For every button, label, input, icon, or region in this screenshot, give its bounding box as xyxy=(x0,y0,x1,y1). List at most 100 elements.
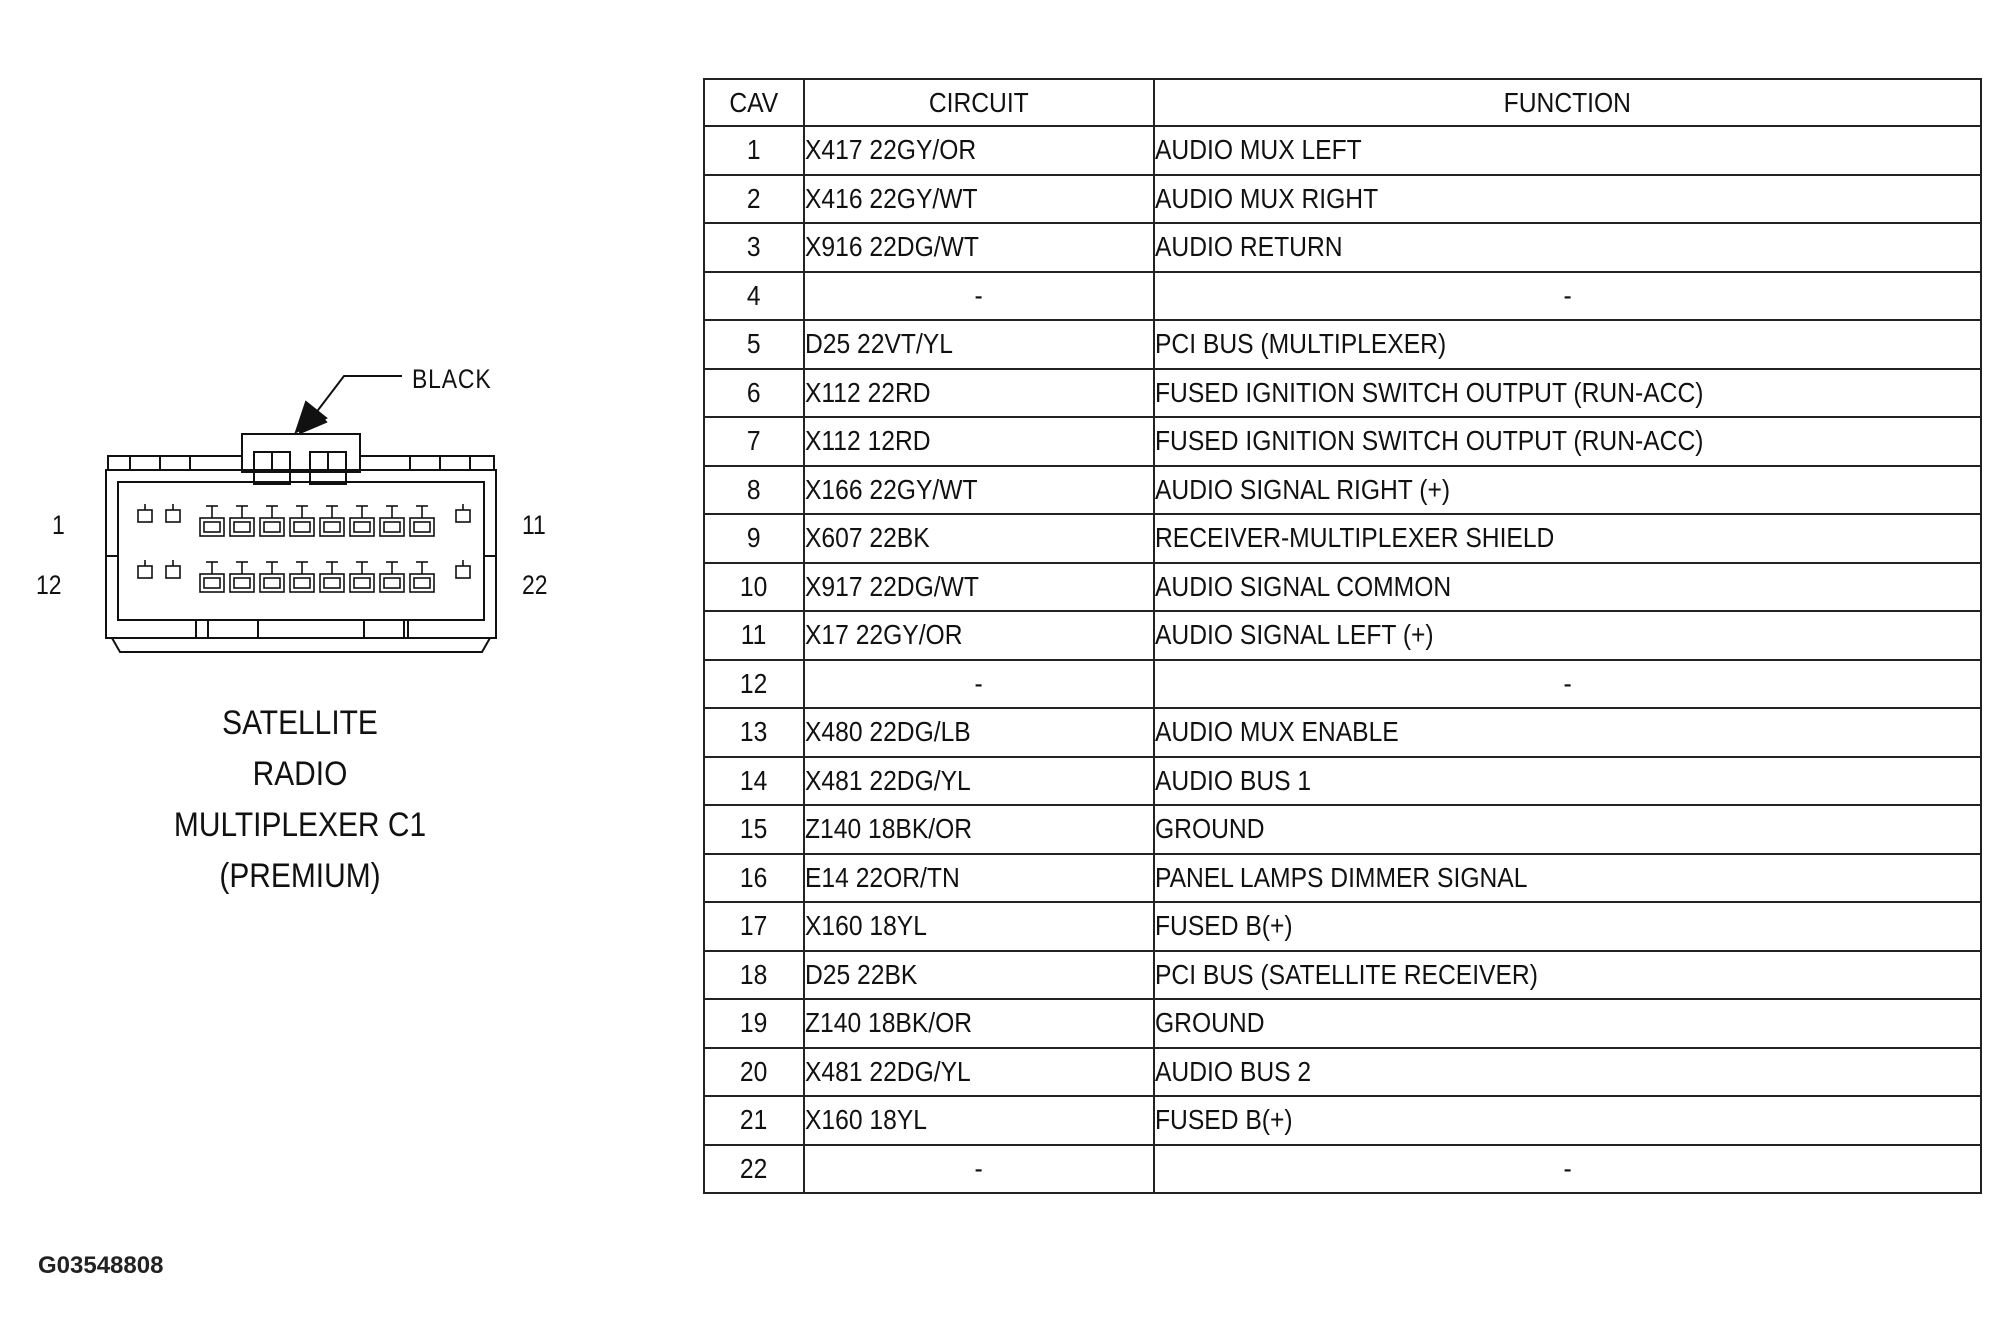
cav-cell: 12 xyxy=(703,658,805,709)
circuit-cell: X481 22DG/YL xyxy=(803,755,1155,806)
cavity-shape xyxy=(383,521,401,533)
header-circuit: CIRCUIT xyxy=(803,78,1155,127)
cav-cell: 16 xyxy=(703,852,805,903)
circuit-cell: Z140 18BK/OR xyxy=(803,998,1155,1049)
pin-label-12: 12 xyxy=(36,570,62,600)
table-row: 22-- xyxy=(703,1143,1982,1194)
circuit-cell: X160 18YL xyxy=(803,1095,1155,1146)
function-cell: AUDIO SIGNAL COMMON xyxy=(1153,561,1982,612)
function-cell: AUDIO BUS 1 xyxy=(1153,755,1982,806)
cav-cell: 7 xyxy=(703,416,805,467)
circuit-cell: Z140 18BK/OR xyxy=(803,804,1155,855)
circuit-cell: - xyxy=(803,1143,1155,1194)
cav-cell: 20 xyxy=(703,1046,805,1097)
header-cav: CAV xyxy=(703,78,805,127)
cav-cell: 17 xyxy=(703,901,805,952)
circuit-cell: X916 22DG/WT xyxy=(803,222,1155,273)
cavity-shape xyxy=(413,577,431,589)
circuit-cell: X607 22BK xyxy=(803,513,1155,564)
circuit-cell: X917 22DG/WT xyxy=(803,561,1155,612)
cav-cell: 11 xyxy=(703,610,805,661)
cav-cell: 9 xyxy=(703,513,805,564)
function-cell: FUSED B(+) xyxy=(1153,1095,1982,1146)
table-row: 12-- xyxy=(703,658,1982,709)
circuit-cell: X17 22GY/OR xyxy=(803,610,1155,661)
cavity-shape xyxy=(137,565,153,579)
cav-cell: 19 xyxy=(703,998,805,1049)
caption-line-3: MULTIPLEXER C1 xyxy=(173,806,427,844)
cavity-shape xyxy=(233,577,251,589)
cav-cell: 13 xyxy=(703,707,805,758)
cavity-shape xyxy=(203,521,221,533)
cav-cell: 8 xyxy=(703,464,805,515)
cavity-shape xyxy=(455,509,471,523)
function-cell: PCI BUS (MULTIPLEXER) xyxy=(1153,319,1982,370)
circuit-cell: D25 22VT/YL xyxy=(803,319,1155,370)
circuit-cell: X112 22RD xyxy=(803,367,1155,418)
caption-line-1: SATELLITE xyxy=(222,704,378,742)
cav-cell: 2 xyxy=(703,173,805,224)
pin-label-1: 1 xyxy=(52,510,65,540)
connector-housing xyxy=(105,433,497,653)
cavity-shape xyxy=(383,577,401,589)
cav-cell: 10 xyxy=(703,561,805,612)
cavity-shape xyxy=(293,521,311,533)
table-row: 4-- xyxy=(703,270,1982,321)
function-cell: AUDIO MUX LEFT xyxy=(1153,125,1982,176)
function-cell: FUSED IGNITION SWITCH OUTPUT (RUN-ACC) xyxy=(1153,367,1982,418)
circuit-cell: X112 12RD xyxy=(803,416,1155,467)
connector-color-label: BLACK xyxy=(412,364,492,394)
function-cell: - xyxy=(1153,270,1982,321)
cavity-shape xyxy=(203,577,221,589)
function-cell: AUDIO BUS 2 xyxy=(1153,1046,1982,1097)
cavity-shape xyxy=(293,577,311,589)
cav-cell: 15 xyxy=(703,804,805,855)
circuit-cell: X166 22GY/WT xyxy=(803,464,1155,515)
pin-label-22: 22 xyxy=(522,570,548,600)
function-cell: PCI BUS (SATELLITE RECEIVER) xyxy=(1153,949,1982,1000)
cavity-shape xyxy=(165,509,181,523)
cav-cell: 18 xyxy=(703,949,805,1000)
caption-line-2: RADIO xyxy=(252,755,348,793)
function-cell: GROUND xyxy=(1153,998,1982,1049)
circuit-cell: - xyxy=(803,658,1155,709)
function-cell: AUDIO SIGNAL RIGHT (+) xyxy=(1153,464,1982,515)
function-cell: - xyxy=(1153,658,1982,709)
cav-cell: 21 xyxy=(703,1095,805,1146)
function-cell: RECEIVER-MULTIPLEXER SHIELD xyxy=(1153,513,1982,564)
function-cell: GROUND xyxy=(1153,804,1982,855)
circuit-cell: X480 22DG/LB xyxy=(803,707,1155,758)
cavity-shape xyxy=(455,565,471,579)
cav-cell: 6 xyxy=(703,367,805,418)
cav-cell: 14 xyxy=(703,755,805,806)
pin-label-11: 11 xyxy=(522,510,546,540)
function-cell: - xyxy=(1153,1143,1982,1194)
circuit-cell: X160 18YL xyxy=(803,901,1155,952)
cavity-shape xyxy=(323,521,341,533)
function-cell: AUDIO MUX ENABLE xyxy=(1153,707,1982,758)
figure-code: G03548808 xyxy=(38,1252,164,1279)
function-cell: PANEL LAMPS DIMMER SIGNAL xyxy=(1153,852,1982,903)
cavity-shape xyxy=(353,577,371,589)
table-header-row: CAV CIRCUIT FUNCTION xyxy=(703,78,1982,127)
connector-caption: SATELLITE RADIO MULTIPLEXER C1 (PREMIUM) xyxy=(124,698,476,902)
cavity-shape xyxy=(165,565,181,579)
cav-cell: 4 xyxy=(703,270,805,321)
cavity-shape xyxy=(353,521,371,533)
function-cell: AUDIO SIGNAL LEFT (+) xyxy=(1153,610,1982,661)
circuit-cell: X416 22GY/WT xyxy=(803,173,1155,224)
header-function: FUNCTION xyxy=(1153,78,1982,127)
color-leader-arrow xyxy=(294,375,402,435)
